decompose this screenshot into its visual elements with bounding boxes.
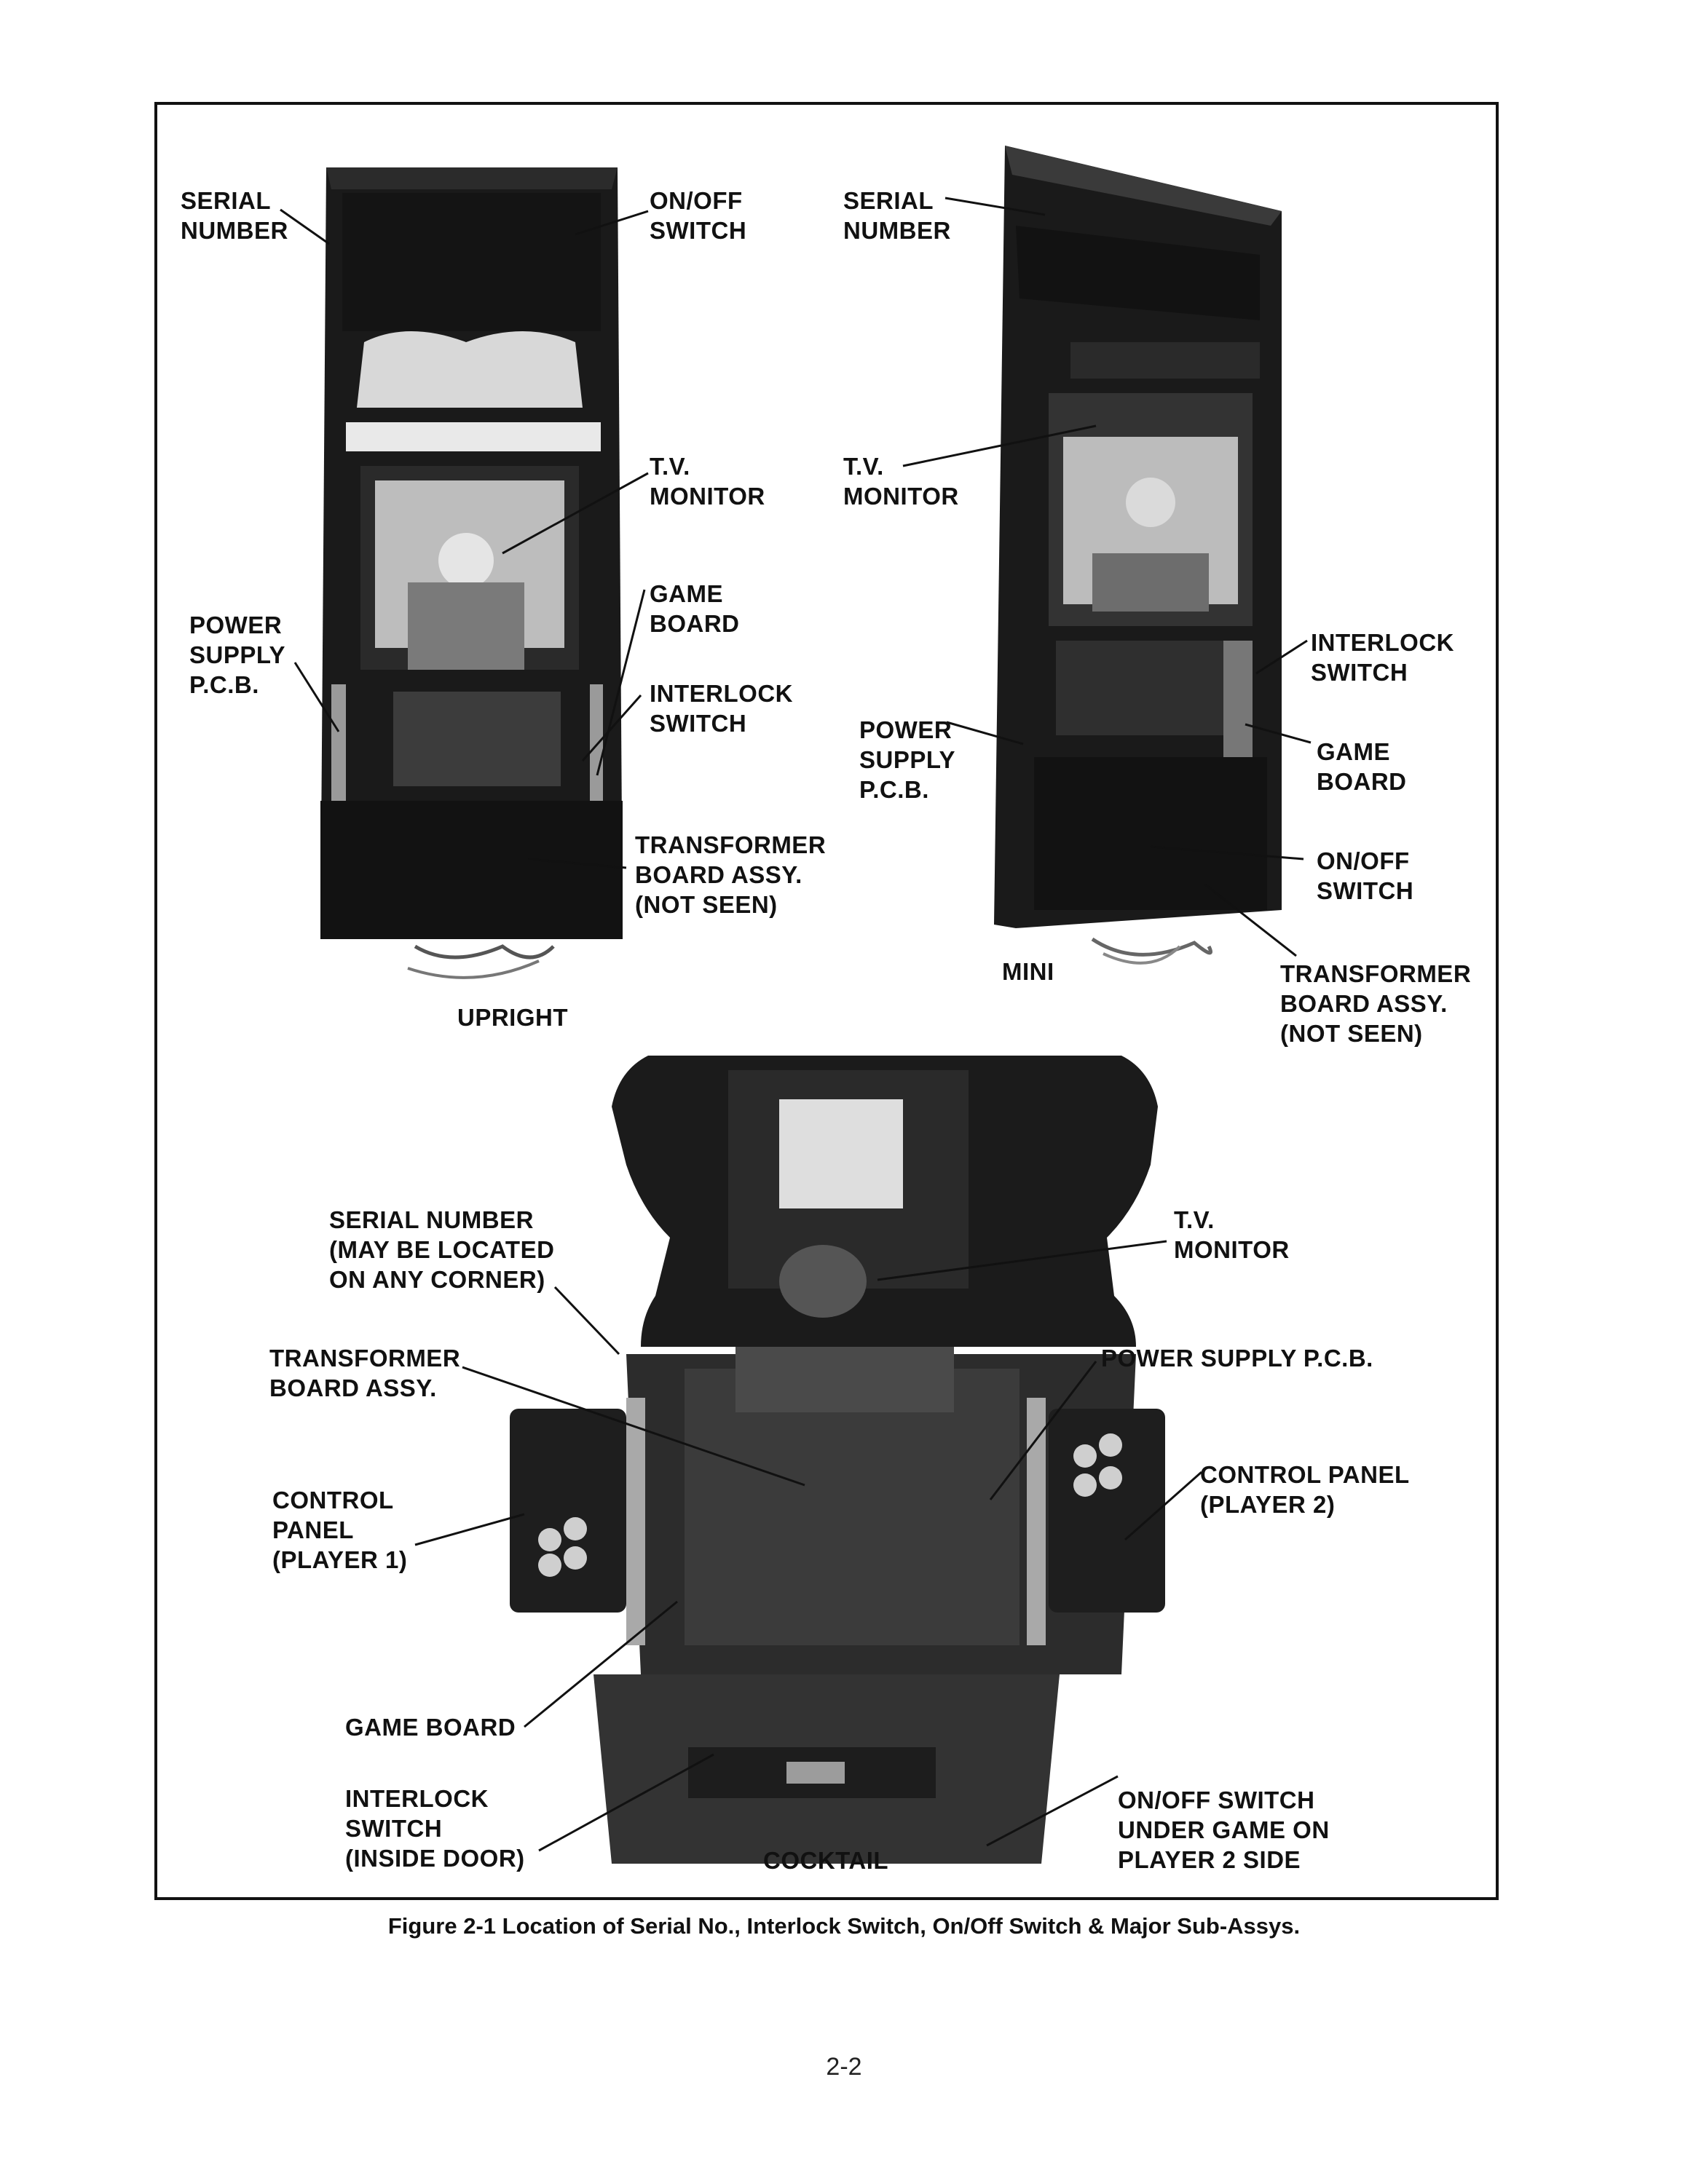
cocktail-power-supply-label: POWER SUPPLY P.C.B. (1101, 1345, 1373, 1372)
page-number: 2-2 (826, 2053, 862, 2081)
cocktail-game-board-label: GAME BOARD (345, 1714, 516, 1741)
upright-cabinet-photo (320, 167, 623, 979)
cocktail-cabinet-photo (510, 1056, 1165, 1864)
leader-lines (280, 197, 1312, 1852)
mini-tv-monitor-label: T.V.MONITOR (843, 453, 959, 510)
upright-tv-monitor-label: T.V.MONITOR (650, 453, 765, 510)
figure-frame (154, 102, 1499, 1900)
upright-caption: UPRIGHT (457, 1004, 568, 1031)
mini-cabinet-photo (994, 146, 1282, 965)
figure-caption: Figure 2-1 Location of Serial No., Inter… (387, 1913, 1301, 1939)
mini-caption: MINI (1002, 958, 1054, 985)
cocktail-tv-monitor-label: T.V.MONITOR (1174, 1206, 1290, 1263)
cocktail-control-panel-2-label: CONTROL PANEL(PLAYER 2) (1200, 1461, 1410, 1518)
cocktail-caption: COCKTAIL (763, 1847, 889, 1874)
